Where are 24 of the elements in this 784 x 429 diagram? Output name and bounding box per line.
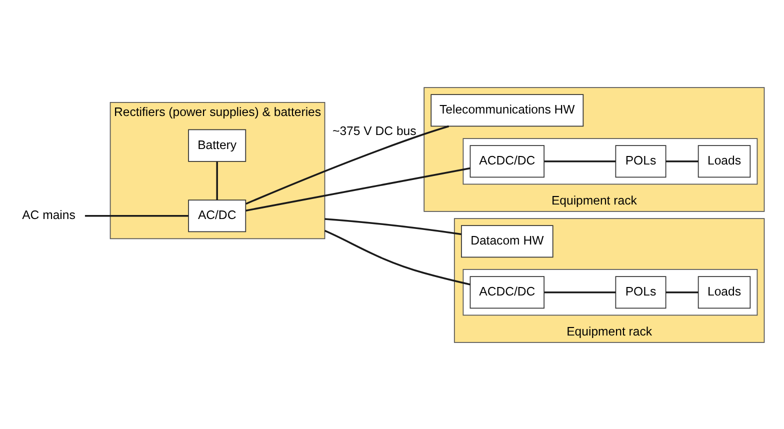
connector [666,290,698,293]
node-box: Battery [188,128,246,162]
node-box: Loads [698,144,751,178]
node-box: POLs [615,144,666,178]
node-text: AC mains [22,208,76,222]
connector [324,229,470,285]
cluster [462,268,758,316]
connector [246,124,450,204]
connector [666,160,698,162]
node-box: ACDC/DC [470,276,544,308]
connector [84,214,188,216]
edge-label: ~375 V DC bus [332,124,416,138]
node-box: ACDC/DC [470,144,544,178]
node-box: Telecommunications HW [430,94,584,126]
node-box: AC/DC [188,199,246,232]
node-box: POLs [615,276,666,308]
connector [246,166,470,211]
connector [324,218,462,235]
cluster [462,138,758,184]
node-box: Datacom HW [461,224,554,258]
connector [544,290,616,293]
node-box: Loads [698,276,751,308]
connector [216,161,218,200]
connector [544,160,616,162]
